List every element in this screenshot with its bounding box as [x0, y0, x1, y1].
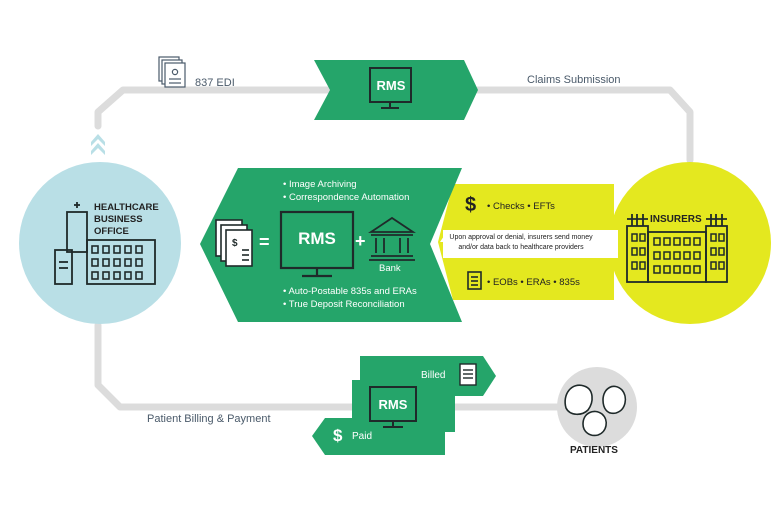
paid-label: Paid	[352, 431, 373, 442]
patients-icon	[564, 384, 627, 437]
monitor-icon	[369, 386, 417, 428]
equals-sign: =	[259, 232, 270, 252]
eob-document-icon	[467, 271, 482, 290]
top-rms-banner	[314, 60, 478, 120]
feature-correspondence: • Correspondence Automation	[283, 192, 410, 203]
edi-document-icon	[158, 56, 186, 88]
rms-bottom-text: RMS	[378, 397, 408, 412]
billed-label: Billed	[421, 370, 446, 381]
rms-center-text: RMS	[298, 229, 336, 248]
doc-dollar: $	[232, 238, 238, 249]
double-chevron-up-icon	[91, 134, 105, 155]
flow-path	[94, 86, 694, 411]
billed-document-icon	[459, 363, 477, 386]
monitor-icon	[369, 67, 412, 109]
dollar-icon: $	[465, 194, 477, 216]
bank-label: Bank	[379, 263, 401, 274]
healthcare-circle	[19, 162, 181, 324]
checks-efts-label: • Checks • EFTs	[487, 201, 555, 212]
healthcare-line2: BUSINESS	[94, 214, 143, 225]
dollar-icon: $	[333, 426, 343, 445]
plus-sign: +	[355, 231, 366, 251]
rms-top-text: RMS	[376, 78, 406, 93]
monitor-icon	[279, 210, 355, 278]
feature-deposit-reconciliation: • True Deposit Reconciliation	[283, 299, 405, 310]
insurers-title: INSURERS	[650, 214, 702, 225]
building-icon	[54, 202, 156, 285]
insurer-note-line2: and/or data back to healthcare providers	[458, 244, 584, 251]
claims-label: Claims Submission	[527, 74, 621, 86]
insurer-note-line1: Upon approval or denial, insurers send m…	[449, 234, 593, 241]
feature-image-archiving: • Image Archiving	[283, 179, 357, 190]
healthcare-line3: OFFICE	[94, 226, 129, 237]
healthcare-line1: HEALTHCARE	[94, 202, 159, 213]
billing-payment-label: Patient Billing & Payment	[147, 413, 271, 425]
edi-label: 837 EDI	[195, 77, 235, 89]
feature-auto-postable: • Auto-Postable 835s and ERAs	[283, 286, 417, 297]
building-icon	[626, 214, 728, 283]
eobs-label: • EOBs • ERAs • 835s	[487, 277, 580, 288]
document-icon	[215, 219, 253, 267]
patients-title: PATIENTS	[570, 445, 618, 456]
center-green-panel	[200, 168, 462, 322]
bank-icon	[368, 216, 416, 261]
